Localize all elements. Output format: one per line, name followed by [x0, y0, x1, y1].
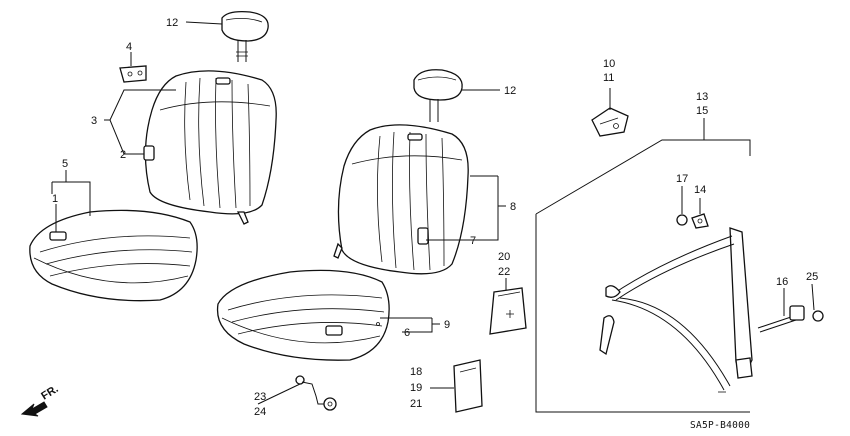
callout-17: 17 — [676, 173, 688, 185]
callout-21: 21 — [410, 398, 422, 410]
callout-11: 11 — [603, 72, 614, 84]
callout-24: 24 — [254, 406, 266, 418]
callout-18: 18 — [410, 366, 422, 378]
callout-19: 19 — [410, 382, 422, 394]
callout-8: 8 — [510, 201, 516, 213]
bolt-part-25 — [812, 310, 824, 322]
callout-22: 22 — [498, 266, 510, 278]
left-headrest — [221, 10, 269, 62]
callout-5: 5 — [62, 158, 68, 170]
callout-25: 25 — [806, 271, 818, 283]
callout-13: 13 — [696, 91, 708, 103]
callout-20: 20 — [498, 251, 510, 263]
buckle-part-10-11 — [591, 107, 629, 137]
callout-14: 14 — [694, 184, 706, 196]
callout-12-right: 12 — [504, 85, 516, 97]
callout-7: 7 — [470, 235, 476, 247]
cover-part-20-22 — [489, 287, 527, 335]
right-seatback — [333, 124, 469, 275]
left-seatback — [143, 70, 277, 225]
callout-15: 15 — [696, 105, 708, 117]
callout-23: 23 — [254, 391, 266, 403]
callout-9: 9 — [444, 319, 450, 331]
bolt-part-16 — [757, 305, 805, 333]
callout-2: 2 — [120, 149, 126, 161]
rod-part-23-24 — [295, 375, 337, 411]
left-seat-cushion — [29, 209, 198, 302]
diagram-code: SA5P-B4000 — [690, 420, 750, 431]
callout-3: 3 — [91, 115, 97, 127]
callout-12-left: 12 — [166, 17, 178, 29]
callout-10: 10 — [603, 58, 615, 70]
tag-part-18-19-21 — [453, 359, 483, 413]
callout-16: 16 — [776, 276, 788, 288]
right-headrest — [413, 69, 463, 122]
seat-belt-assembly — [535, 139, 753, 413]
callout-6: 6 — [404, 327, 410, 339]
nut-part-17 — [676, 214, 688, 226]
front-direction-label: FR. — [39, 383, 60, 403]
leader-lines — [51, 21, 815, 405]
callout-4: 4 — [126, 41, 132, 53]
front-direction-arrow: FR. — [20, 383, 61, 417]
anchor-part-14 — [691, 213, 709, 229]
callout-1: 1 — [52, 193, 58, 205]
right-seat-cushion — [216, 269, 390, 361]
bracket-part-4 — [119, 65, 147, 83]
